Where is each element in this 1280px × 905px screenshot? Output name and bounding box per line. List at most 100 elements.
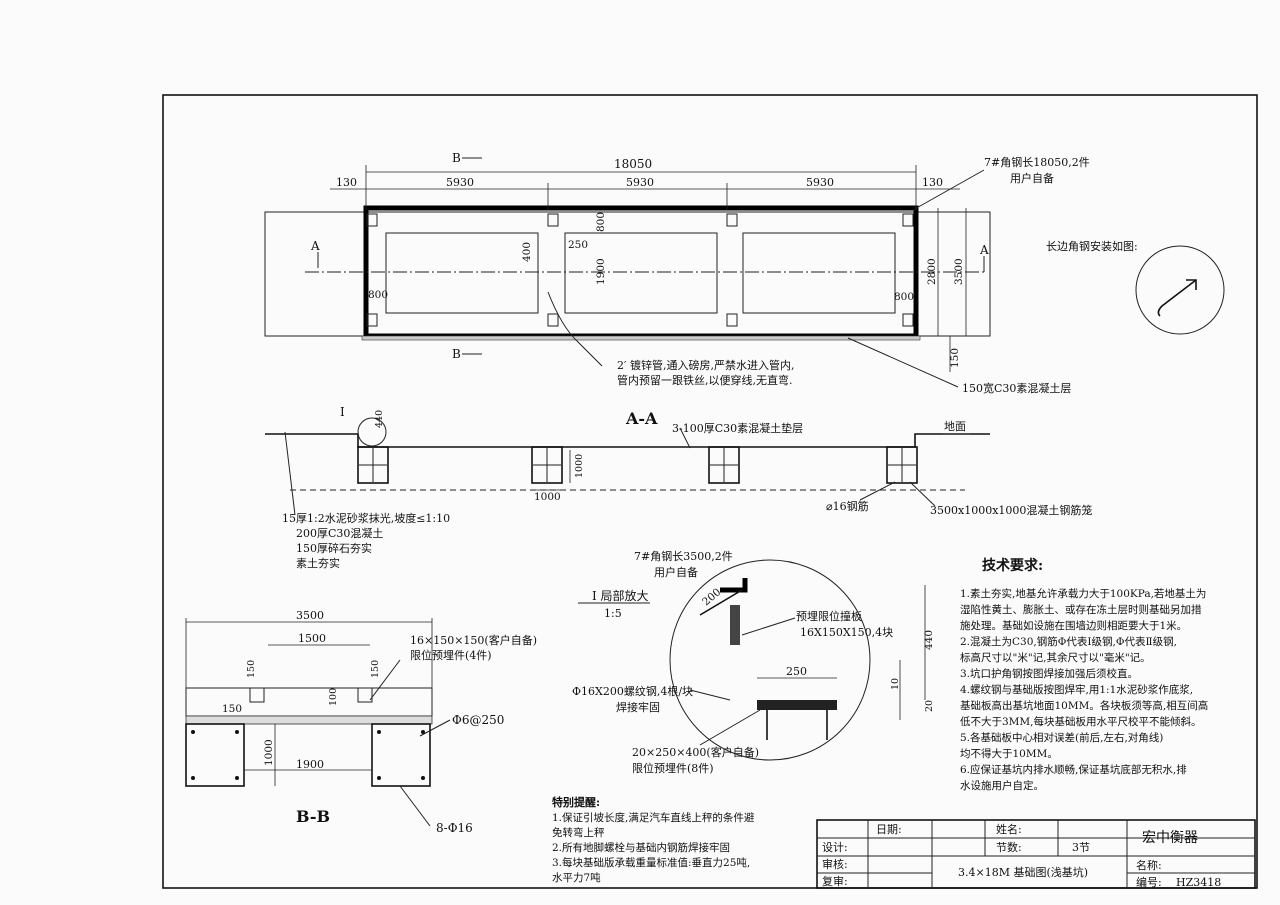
detail-angle-note-1: 7#角钢长3500,2件 — [634, 550, 733, 563]
detail-dim-10: 10 — [890, 678, 901, 690]
dim-150-label: 150 — [949, 348, 961, 368]
svg-text:均不得大于10MM。: 均不得大于10MM。 — [960, 747, 1058, 760]
pier-3 — [708, 446, 740, 484]
svg-text:2.所有地脚螺栓与基础内钢筋焊接牢固: 2.所有地脚螺栓与基础内钢筋焊接牢固 — [552, 841, 730, 854]
dim-250-label: 250 — [568, 239, 588, 251]
plan-section-mark-a-right: A — [979, 243, 989, 257]
dim-total-label: 18050 — [614, 157, 652, 171]
embed-note-1: 预埋限位撞板 — [796, 609, 862, 623]
aa-dim-1000-h: 1000 — [534, 491, 561, 503]
detail-angle — [720, 578, 748, 593]
bolt-note-2: 焊接牢固 — [616, 700, 660, 714]
dim-edge-right-label: 130 — [922, 176, 943, 189]
bolt-note-1: Φ16X200螺纹钢,4根/块 — [572, 684, 693, 698]
detail-circle — [669, 559, 871, 761]
special-lines: 1.保证引坡长度,满足汽车直线上秤的条件避 免转弯上秤 2.所有地脚螺栓与基础内… — [552, 811, 755, 884]
detail-i-scale: 1:5 — [604, 607, 622, 620]
bay-opening-3 — [742, 232, 896, 314]
tb-number-value: HZ3418 — [1176, 876, 1221, 889]
detail-dim-440: 440 — [923, 630, 935, 650]
svg-text:6.应保证基坑内排水顺畅,保证基坑底部无积水,排: 6.应保证基坑内排水顺畅,保证基坑底部无积水,排 — [960, 763, 1187, 776]
detail-i-marker — [357, 417, 387, 447]
dim-bay-3-label: 5930 — [806, 176, 834, 189]
layer-3: 150厚碎石夯实 — [296, 541, 372, 555]
detail-i-title: I 局部放大 — [592, 588, 649, 603]
dim-bay-1-label: 5930 — [446, 176, 474, 189]
bb-pier-right — [371, 723, 431, 787]
section-aa — [265, 417, 990, 516]
svg-text:1.素土夯实,地基允许承载力大于100KPa,若地基土为: 1.素土夯实,地基允许承载力大于100KPa,若地基土为 — [960, 587, 1206, 600]
angle-steel-note-2: 用户自备 — [1010, 171, 1054, 185]
layer-1: 15厚1:2水泥砂浆抹光,坡度≤1:10 — [282, 511, 450, 525]
bay-opening-2 — [564, 232, 718, 314]
bb-rebar-count: 8-Φ16 — [436, 821, 473, 835]
bb-dim-1900: 1900 — [296, 758, 324, 771]
section-bb — [185, 618, 451, 827]
detail-dim-200: 200 — [700, 586, 723, 608]
svg-text:4.螺纹钢与基础版按图焊牢,用1:1水泥砂浆作底浆,: 4.螺纹钢与基础版按图焊牢,用1:1水泥砂浆作底浆, — [960, 683, 1193, 696]
angle-steel-note-1: 7#角钢长18050,2件 — [984, 156, 1090, 169]
dim-bay-2-label: 5930 — [626, 176, 654, 189]
detail-i — [578, 559, 926, 761]
pier-4 — [886, 446, 918, 484]
bay-opening-1 — [385, 232, 539, 314]
bb-dim-3500: 3500 — [296, 609, 324, 622]
rebar-label: ⌀16钢筋 — [826, 499, 869, 513]
base-plate — [757, 700, 837, 710]
svg-text:1.保证引坡长度,满足汽车直线上秤的条件避: 1.保证引坡长度,满足汽车直线上秤的条件避 — [552, 811, 755, 824]
svg-text:施处理。基础如设施在围墙边则相距要大于1米。: 施处理。基础如设施在围墙边则相距要大于1米。 — [960, 619, 1187, 632]
svg-text:3.坑口护角钢按图焊接加强后须校直。: 3.坑口护角钢按图焊接加强后须校直。 — [960, 667, 1138, 680]
dim-400-label: 400 — [521, 242, 533, 262]
tech-lines: 1.素土夯实,地基允许承载力大于100KPa,若地基土为 湿陷性黄土、膨胀土、或… — [960, 587, 1208, 792]
dim-800-top-label: 800 — [595, 212, 607, 232]
tb-date-label: 日期: — [876, 823, 902, 836]
plan-section-mark-a-left: A — [310, 239, 320, 253]
svg-text:5.各基础板中心相对误差(前后,左右,对角线): 5.各基础板中心相对误差(前后,左右,对角线) — [960, 731, 1163, 744]
bb-pier-left — [185, 723, 245, 787]
embed-note-2: 16X150X150,4块 — [800, 626, 893, 639]
detail-angle-note-2: 用户自备 — [654, 565, 698, 579]
bb-dim-150-c: 150 — [222, 703, 242, 715]
title-block — [816, 819, 1256, 889]
svg-text:基础板高出基坑地面10MM。各块板须等高,相互间高: 基础板高出基坑地面10MM。各块板须等高,相互间高 — [960, 699, 1208, 712]
tb-sections-value: 3节 — [1072, 841, 1090, 854]
svg-text:水平力7吨: 水平力7吨 — [552, 871, 601, 884]
bb-plate-note-2: 限位预埋件(4件) — [410, 648, 492, 662]
pipe-note-1: 2′ 镀锌管,通入磅房,严禁水进入管内, — [617, 358, 794, 372]
ground-line — [265, 433, 990, 448]
ground-label: 地面 — [944, 420, 966, 433]
dim-3500-label: 3500 — [953, 258, 965, 285]
svg-text:3.每块基础版承载重量标准值:垂直力25吨,: 3.每块基础版承载重量标准值:垂直力25吨, — [552, 856, 750, 869]
drawing-frame — [162, 94, 1258, 889]
dim-1900-label: 1900 — [595, 258, 607, 285]
aa-dim-1000-v: 1000 — [574, 454, 585, 478]
detail-i-mark: I — [340, 405, 345, 419]
layer-4: 素土夯实 — [296, 556, 340, 570]
bb-plate-note-1: 16×150×150(客户自备) — [410, 633, 537, 647]
section-bb-title: B-B — [296, 807, 330, 826]
bb-rebar-spacing: Φ6@250 — [452, 713, 504, 727]
dim-800-right-label: 800 — [894, 291, 914, 303]
plan-view — [264, 157, 1225, 388]
bb-dim-150-b: 150 — [370, 660, 381, 678]
plate-note-2: 限位预埋件(8件) — [632, 761, 714, 775]
long-side-label: 长边角钢安装如图: — [1046, 239, 1138, 253]
concrete-strip — [361, 335, 921, 341]
layer-2: 200厚C30混凝土 — [296, 526, 383, 540]
bb-dim-150-a: 150 — [246, 660, 257, 678]
detail-dim-250: 250 — [786, 665, 807, 678]
svg-text:低不大于3MM,每块基础板用水平尺校平不能倾斜。: 低不大于3MM,每块基础板用水平尺校平不能倾斜。 — [960, 715, 1202, 728]
svg-text:湿陷性黄土、膨胀土、或存在冻土层时则基础另加措: 湿陷性黄土、膨胀土、或存在冻土层时则基础另加措 — [960, 603, 1202, 616]
pipe-line — [547, 291, 603, 367]
svg-text:2.混凝土为C30,钢筋Φ代表Ⅰ级钢,Φ代表Ⅱ级钢,: 2.混凝土为C30,钢筋Φ代表Ⅰ级钢,Φ代表Ⅱ级钢, — [960, 635, 1177, 648]
dim-edge-left-label: 130 — [336, 176, 357, 189]
tb-recheck-label: 复审: — [822, 874, 848, 888]
dim-2800-label: 2800 — [926, 258, 938, 285]
approach-outline — [264, 211, 991, 337]
plan-section-mark-b-top: B — [452, 151, 461, 165]
bb-dim-1000: 1000 — [263, 739, 275, 766]
concrete-layer-note: 150宽C30素混凝土层 — [962, 381, 1071, 395]
plate-note-1: 20×250×400(客户自备) — [632, 745, 759, 759]
detail-dim-20: 20 — [924, 700, 935, 712]
